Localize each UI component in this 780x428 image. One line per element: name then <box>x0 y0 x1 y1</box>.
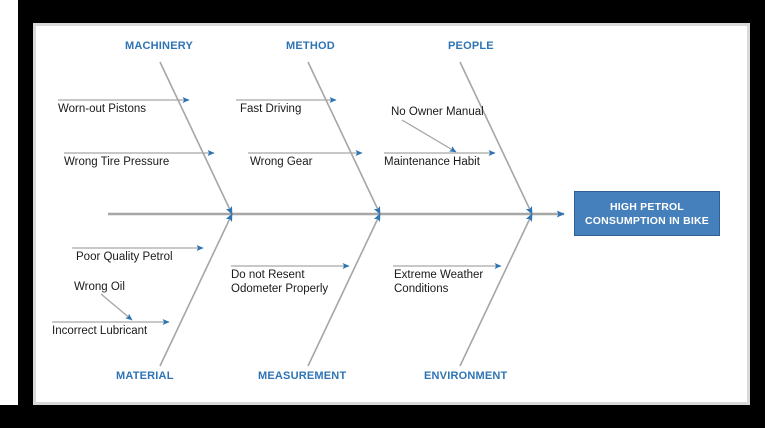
cause-label-incorrect-lubricant[interactable]: Incorrect Lubricant <box>52 325 148 337</box>
cause-label-extreme-weather[interactable]: Extreme Weather Conditions <box>394 269 484 295</box>
category-label-material[interactable]: MATERIAL <box>116 370 174 382</box>
frame-border-left <box>18 0 33 428</box>
category-bone-environment <box>459 213 533 367</box>
effect-box[interactable]: HIGH PETROL CONSUMPTION IN BIKE <box>574 191 720 236</box>
category-label-machinery[interactable]: MACHINERY <box>125 40 194 52</box>
cause-label-poor-quality-petrol[interactable]: Poor Quality Petrol <box>76 251 173 263</box>
fishbone-diagram-canvas: MACHINERY METHOD PEOPLE MATERIAL MEASURE… <box>36 26 747 402</box>
bone-measurement <box>307 213 381 367</box>
category-label-environment[interactable]: ENVIRONMENT <box>424 370 508 382</box>
cause-label-maintenance-habit[interactable]: Maintenance Habit <box>384 156 480 168</box>
cause-label-do-not-resent-odometer[interactable]: Do not Resent Odometer Properly <box>231 269 329 295</box>
category-bone-machinery <box>159 61 233 215</box>
cause-label-worn-out-pistons[interactable]: Worn-out Pistons <box>58 103 146 115</box>
cause-label-fast-driving[interactable]: Fast Driving <box>240 103 302 115</box>
fishbone-skeleton <box>52 61 565 367</box>
cause-label-wrong-oil[interactable]: Wrong Oil <box>74 281 125 293</box>
frame-border-top <box>18 0 765 23</box>
category-bone-people <box>459 61 533 215</box>
category-bone-material <box>159 213 233 367</box>
cause-label-no-owner-manual[interactable]: No Owner Manual <box>391 106 484 118</box>
bone-machinery <box>159 61 233 215</box>
bone-method <box>307 61 381 215</box>
category-bone-method <box>307 61 381 215</box>
frame-border-right <box>750 0 765 418</box>
category-label-measurement[interactable]: MEASUREMENT <box>258 370 347 382</box>
bone-environment <box>459 213 533 367</box>
frame-border-bottom <box>0 405 765 428</box>
category-label-method[interactable]: METHOD <box>286 40 335 52</box>
subbone-no-owner-manual-connector <box>401 119 457 153</box>
effect-box-label: HIGH PETROL CONSUMPTION IN BIKE <box>585 200 709 227</box>
cause-label-wrong-tire-pressure[interactable]: Wrong Tire Pressure <box>64 156 170 168</box>
subbone-wrong-oil-connector <box>100 293 133 321</box>
category-label-people[interactable]: PEOPLE <box>448 40 494 52</box>
cause-label-wrong-gear[interactable]: Wrong Gear <box>250 156 313 168</box>
category-bone-measurement <box>307 213 381 367</box>
bone-material <box>159 213 233 367</box>
bone-people <box>459 61 533 215</box>
